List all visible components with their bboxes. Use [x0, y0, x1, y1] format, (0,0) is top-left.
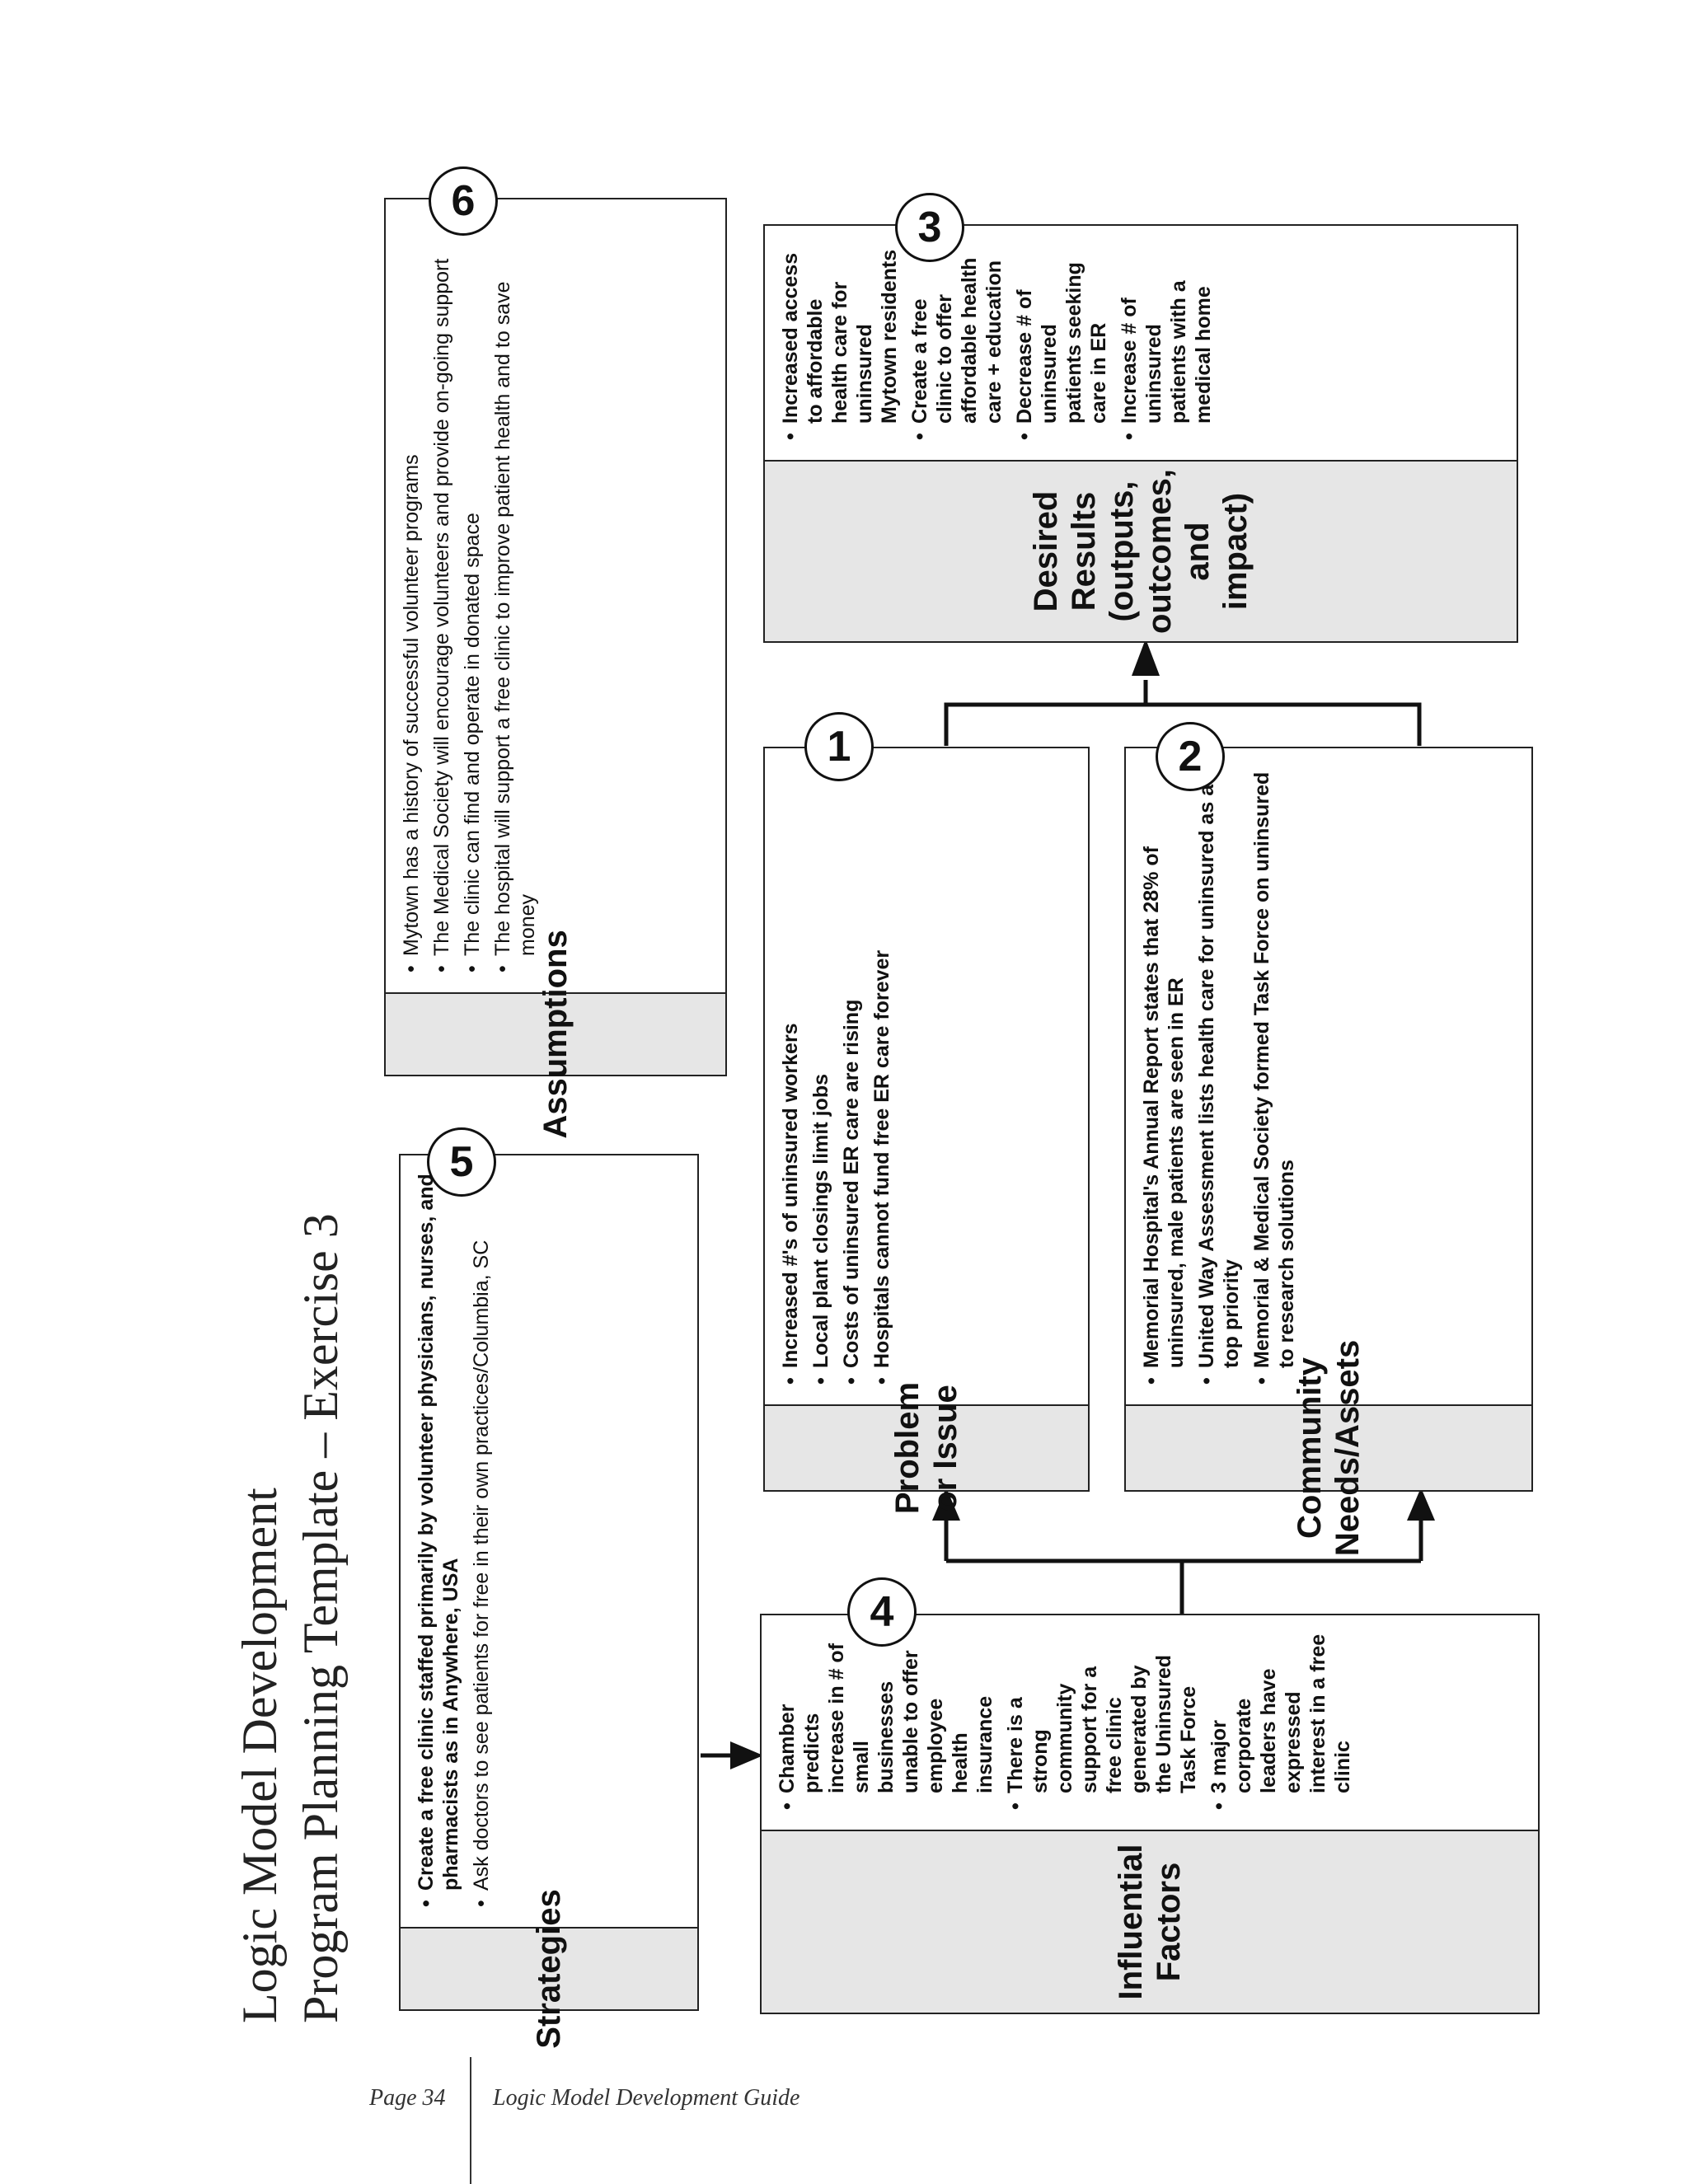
- footer-guide-title: Logic Model Development Guide: [493, 2085, 800, 2111]
- problem-body: Increased #'s of uninsured workers Local…: [765, 932, 1088, 1404]
- community-body: Memorial Hospital's Annual Report states…: [1126, 748, 1531, 1404]
- list-item: Local plant closings limit jobs: [809, 950, 833, 1386]
- desired-results-box: Desired Results (outputs, outcomes, and …: [763, 224, 1518, 643]
- influential-factors-box: Influential Factors Chamber predicts inc…: [760, 1614, 1540, 2014]
- list-item: Ask doctors to see patients for free in …: [469, 1174, 494, 1909]
- step-number-6: 6: [429, 166, 498, 236]
- assumptions-header: Assumptions: [386, 930, 725, 1139]
- community-header: Community Needs/Assets: [1126, 1340, 1531, 1556]
- step-number-5: 5: [427, 1127, 496, 1197]
- list-item: The Medical Society will encourage volun…: [429, 218, 454, 974]
- list-item: 3 major corporate leaders have expressed…: [1207, 1633, 1355, 1811]
- footer-page-number: Page 34: [369, 2085, 446, 2111]
- list-item: Mytown has a history of successful volun…: [399, 218, 424, 974]
- problem-header: Problem or Issue: [765, 1382, 1088, 1514]
- assumptions-body: Mytown has a history of successful volun…: [386, 199, 725, 992]
- step-number-3: 3: [895, 193, 964, 262]
- arrow-needs-to-results: [944, 680, 1422, 746]
- page-title: Logic Model Development Program Planning…: [229, 1213, 351, 2023]
- footer-divider: [470, 2057, 471, 2184]
- list-item: The clinic can find and operate in donat…: [460, 218, 485, 974]
- desired-results-body: Increased access to affordable health ca…: [765, 226, 1517, 460]
- list-item: Increased access to affordable health ca…: [778, 244, 902, 442]
- community-box: Community Needs/Assets Memorial Hospital…: [1124, 747, 1533, 1556]
- influential-factors-header: Influential Factors: [762, 1830, 1538, 2013]
- step-number-1: 1: [804, 712, 874, 781]
- step-number-4: 4: [847, 1577, 917, 1647]
- assumptions-box: Assumptions Mytown has a history of succ…: [384, 198, 727, 1139]
- list-item: Chamber predicts increase in # of small …: [775, 1633, 997, 1811]
- strategies-header: Strategies: [401, 1889, 697, 2049]
- list-item: Costs of uninsured ER care are rising: [839, 950, 864, 1386]
- list-item: Create a free clinic staffed primarily b…: [414, 1174, 463, 1909]
- title-line-2: Program Planning Template – Exercise 3: [293, 1213, 348, 2023]
- list-item: Memorial & Medical Society formed Task F…: [1250, 766, 1299, 1386]
- list-item: Increased #'s of uninsured workers: [778, 950, 803, 1386]
- list-item: Hospitals cannot fund free ER care forev…: [870, 950, 894, 1386]
- list-item: Memorial Hospital's Annual Report states…: [1139, 766, 1189, 1386]
- list-item: The hospital will support a free clinic …: [490, 218, 540, 974]
- list-item: Decrease # of uninsured patients seeking…: [1012, 244, 1111, 442]
- desired-results-header: Desired Results (outputs, outcomes, and …: [765, 460, 1517, 641]
- list-item: There is a strong community support for …: [1003, 1633, 1201, 1811]
- list-item: Create a free clinic to offer affordable…: [907, 244, 1006, 442]
- problem-box: Problem or Issue Increased #'s of uninsu…: [763, 747, 1090, 1514]
- influential-factors-body: Chamber predicts increase in # of small …: [762, 1615, 1538, 1830]
- arrow-factors-to-needs: [944, 1518, 1423, 1614]
- strategies-body: Create a free clinic staffed primarily b…: [401, 1155, 697, 1927]
- step-number-2: 2: [1156, 722, 1225, 791]
- list-item: United Way Assessment lists health care …: [1194, 766, 1244, 1386]
- list-item: Increase # of uninsured patients with a …: [1117, 244, 1216, 442]
- strategies-box: Strategies Create a free clinic staffed …: [399, 1154, 699, 2049]
- title-line-1: Logic Model Development: [232, 1488, 287, 2023]
